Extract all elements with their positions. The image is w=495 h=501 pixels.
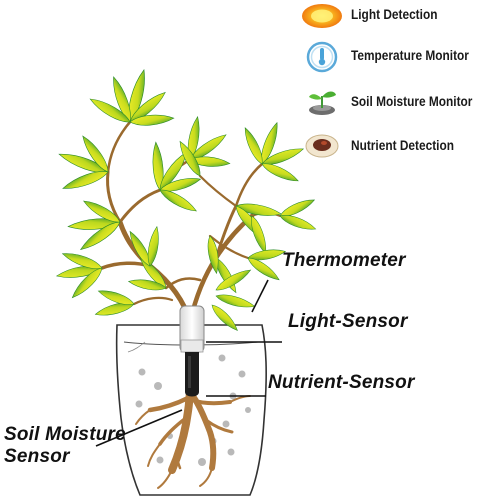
plant-roots	[135, 382, 251, 489]
soil-moisture-leader	[95, 409, 183, 447]
sensor-probe	[179, 305, 205, 397]
legend-light-detection: Light Detection	[351, 7, 438, 22]
callout-soil-moisture-line1: Soil Moisture	[4, 424, 126, 445]
thermometer-icon	[306, 41, 338, 73]
legend-temperature-monitor: Temperature Monitor	[351, 48, 469, 63]
plant-leaves	[55, 67, 318, 334]
seedling-icon	[309, 91, 336, 115]
callout-soil-moisture-line2: Sensor	[4, 446, 70, 467]
callout-lines	[95, 279, 282, 447]
callout-soil-moisture-sensor: Soil Moisture Sensor	[4, 424, 126, 468]
callout-light-sensor: Light-Sensor	[288, 311, 408, 332]
callout-thermometer: Thermometer	[282, 250, 406, 271]
sun-icon	[302, 4, 342, 28]
legend-soil-moisture-monitor: Soil Moisture Monitor	[351, 94, 473, 109]
thermometer-leader	[251, 279, 269, 313]
legend-nutrient-detection: Nutrient Detection	[351, 138, 454, 153]
soil-sample-icon	[305, 134, 339, 158]
callout-nutrient-sensor: Nutrient-Sensor	[268, 372, 415, 393]
